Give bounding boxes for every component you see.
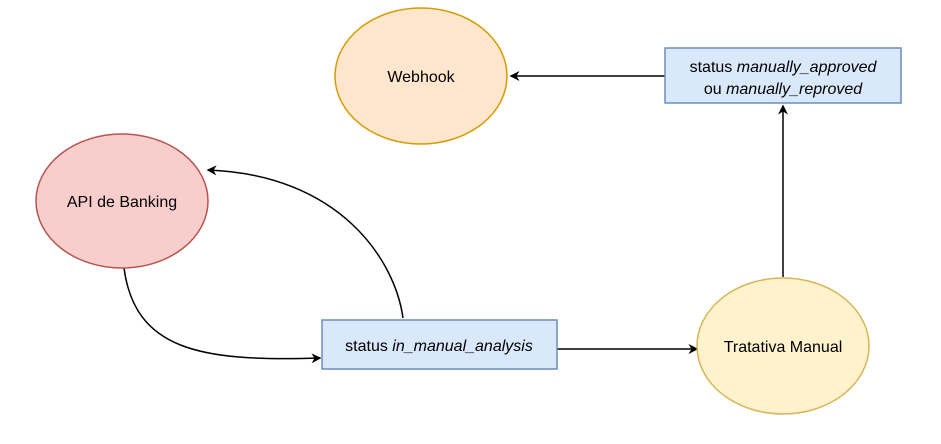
tratativa-manual-ellipse [696,277,870,415]
tratativa-manual-node[interactable]: Tratativa Manual [696,277,870,415]
status-in-manual-analysis-node[interactable]: status in_manual_analysis [321,319,558,370]
webhook-node[interactable]: Webhook [334,7,508,145]
status-reproved-prefix: ou [704,81,726,98]
api-banking-label: API de Banking [67,194,177,211]
status-approved-reproved-node[interactable]: status manually_approved ou manually_rep… [664,47,902,104]
status-reproved-line: ou manually_reproved [704,81,863,98]
status-analysis-value: in_manual_analysis [392,338,533,355]
status-approved-reproved-box [664,47,902,104]
status-in-manual-analysis-box [321,319,558,370]
edge-api-banking-to-status-analysis [123,267,322,364]
tratativa-manual-label: Tratativa Manual [724,339,843,356]
status-approved-line: status manually_approved [690,59,878,76]
webhook-ellipse [334,7,508,145]
status-approved-value: manually_approved [737,59,878,76]
status-approved-prefix: status [690,59,737,76]
status-reproved-value: manually_reproved [726,81,863,98]
webhook-label: Webhook [387,69,455,86]
api-banking-node[interactable]: API de Banking [35,133,209,269]
status-in-manual-analysis-line: status in_manual_analysis [345,338,533,355]
status-analysis-prefix: status [345,338,392,355]
edge-status-analysis-to-api-banking [206,165,404,319]
api-banking-ellipse [35,133,209,269]
